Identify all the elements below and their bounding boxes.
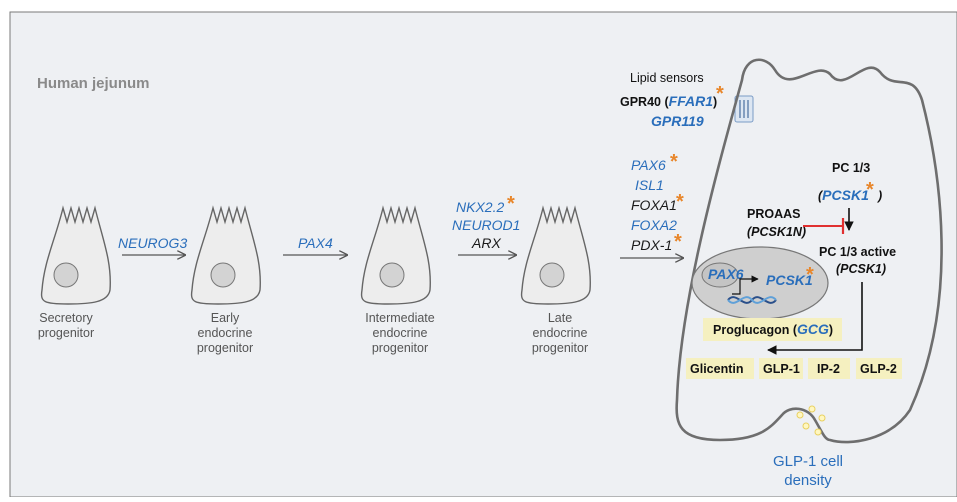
intermediate-label-2: endocrine — [373, 326, 428, 340]
late-label-3: progenitor — [532, 341, 588, 355]
late-progenitor-cell — [520, 205, 591, 305]
gene-foxa2: FOXA2 — [631, 217, 677, 233]
product-box-glicentin — [686, 358, 754, 379]
secretory-granules-icon — [796, 405, 826, 436]
pc13-gene-line: (PCSK1 — [818, 187, 869, 203]
pc13-label: PC 1/3 — [832, 161, 870, 175]
early-label-1: Early — [211, 311, 240, 325]
product-ip2: IP-2 — [817, 362, 840, 376]
intermediate-label-3: progenitor — [372, 341, 428, 355]
l-cell-membrane — [675, 58, 943, 444]
transcription-arrow — [732, 275, 759, 295]
nucleus-icon — [210, 262, 236, 288]
early-label-2: endocrine — [198, 326, 253, 340]
intermediate-progenitor-cell — [360, 205, 431, 305]
late-label-2: endocrine — [533, 326, 588, 340]
early-progenitor-cell — [190, 205, 261, 305]
pc13-active-label: PC 1/3 active — [819, 245, 896, 259]
star-nkx2-2: * — [507, 193, 515, 215]
nucleus-icon — [379, 262, 405, 288]
gene-arx: ARX — [471, 235, 501, 251]
nucleus-icon — [539, 262, 565, 288]
pc13-active-gene: (PCSK1) — [836, 262, 886, 276]
star-ffar1: * — [716, 83, 724, 105]
nucleolus-icon — [701, 262, 739, 288]
early-label-3: progenitor — [197, 341, 253, 355]
density-label-2: density — [784, 472, 832, 489]
figure-title: Human jejunum — [37, 75, 150, 92]
gene-gpr119: GPR119 — [651, 113, 704, 129]
proglucagon-box — [703, 318, 842, 341]
product-glicentin: Glicentin — [690, 362, 743, 376]
nucleus-tf-pax6: PAX6 — [708, 266, 744, 282]
product-glp1: GLP-1 — [763, 362, 800, 376]
star-pax6: * — [670, 151, 678, 173]
lipid-sensors-title: Lipid sensors — [630, 71, 704, 85]
gene-nkx2-2: NKX2.2 — [456, 199, 504, 215]
nucleus-target-pcsk1: PCSK1 — [766, 272, 813, 288]
intermediate-label-1: Intermediate — [365, 311, 435, 325]
star-foxa1: * — [676, 191, 684, 213]
star-pdx1: * — [674, 231, 682, 253]
gene-neurod1: NEUROD1 — [452, 217, 520, 233]
product-glp2: GLP-2 — [860, 362, 897, 376]
proaas-label: PROAAS — [747, 207, 800, 221]
star-pc13: * — [866, 179, 874, 201]
product-box-ip2 — [808, 358, 850, 379]
secretory-label-2: progenitor — [38, 326, 94, 340]
secretory-progenitor-cell — [40, 205, 111, 305]
gene-pax4: PAX4 — [298, 235, 333, 251]
gene-pdx1: PDX-1 — [631, 237, 672, 253]
dna-icon — [727, 296, 777, 304]
gpr40-line: GPR40 (FFAR1) — [620, 93, 717, 109]
gene-foxa1: FOXA1 — [631, 197, 677, 213]
product-box-glp2 — [856, 358, 902, 379]
secretory-label-1: Secretory — [39, 311, 93, 325]
late-label-1: Late — [548, 311, 572, 325]
gene-neurog3: NEUROG3 — [118, 235, 187, 251]
gene-pax6: PAX6 — [631, 157, 666, 173]
proglucagon-label: Proglucagon (GCG) — [713, 321, 833, 337]
star-nucleus-pcsk1: * — [806, 264, 814, 286]
nucleus-icon — [53, 262, 79, 288]
density-label-1: GLP-1 cell — [773, 453, 843, 470]
proaas-gene: (PCSK1N) — [747, 225, 806, 239]
pc13-gene-close: ) — [876, 189, 882, 203]
gene-isl1: ISL1 — [635, 177, 664, 193]
cleavage-arrow — [767, 282, 863, 355]
product-box-glp1 — [759, 358, 803, 379]
